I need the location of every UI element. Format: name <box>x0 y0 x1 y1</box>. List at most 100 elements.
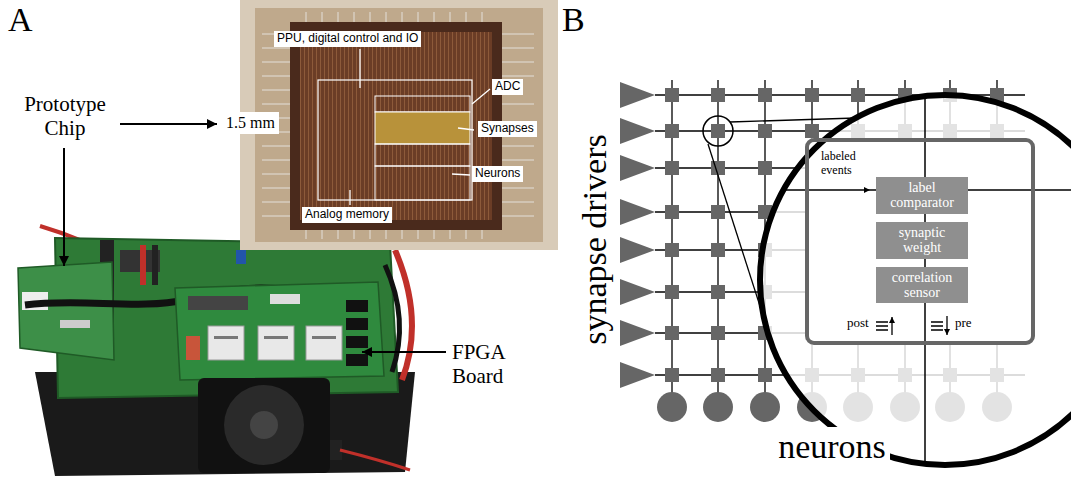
synapse-grid-part-part <box>665 161 679 175</box>
synapse-grid-part <box>620 82 655 388</box>
synapse-grid-part-part <box>620 320 655 346</box>
board-photo-part <box>214 336 238 339</box>
board-photo-part <box>306 326 342 360</box>
board-photo-part <box>250 411 278 439</box>
synapse-grid-part-part <box>665 88 679 102</box>
synapse-grid-part-part <box>758 124 772 138</box>
leader-arrows-part <box>63 148 65 266</box>
synapse-grid-part-part <box>711 243 725 257</box>
board-photo-part <box>236 250 246 264</box>
board-photo-part <box>188 296 248 310</box>
region-label: ADC <box>492 79 523 95</box>
part-name: Prototype Chip <box>14 92 116 140</box>
board-photo-part <box>198 378 330 473</box>
synapse-grid-part-part <box>711 88 725 102</box>
zoom-lens-part <box>760 95 1071 465</box>
board-photo-part <box>346 318 368 330</box>
signal-label: pre <box>955 316 972 331</box>
synapse-grid-part-part <box>620 237 655 263</box>
axis-label: synapse drivers <box>574 135 613 346</box>
board-photo-part <box>60 320 90 328</box>
board-photo-part <box>175 282 384 380</box>
synapse-grid-part-part <box>711 124 725 138</box>
board-photo-part <box>224 385 304 465</box>
leader-arrows <box>64 124 446 352</box>
zoom-lens-part <box>703 116 733 146</box>
zoom-lens-part <box>876 316 947 335</box>
panel-letter: A <box>8 0 33 39</box>
synapse-grid-part-part <box>620 279 655 305</box>
chip-photo-part <box>255 8 543 242</box>
region-label: Analog memory <box>302 207 392 223</box>
block-label: correlation sensor <box>879 270 965 301</box>
chip-photo <box>240 0 558 250</box>
function-block: correlation sensor <box>876 267 968 304</box>
synapse-grid-part-part <box>758 88 772 102</box>
synapse-grid-part-part <box>805 124 819 138</box>
zoom-lens-part <box>750 90 1071 470</box>
chip-photo-part <box>290 22 502 230</box>
board-photo-part <box>152 245 158 285</box>
synapse-grid-part-part <box>620 82 655 108</box>
zoom-lens <box>703 90 1071 470</box>
synapse-grid-part-part <box>665 285 679 299</box>
signal-label: post <box>847 316 869 331</box>
board-photo-part <box>346 336 368 348</box>
zoom-lens-part <box>760 95 1071 465</box>
board-photo-part <box>258 326 294 360</box>
chip-photo-part <box>375 166 470 200</box>
synapse-grid-part-part <box>665 124 679 138</box>
panel-letter: B <box>562 0 585 39</box>
region-label: Neurons <box>472 166 523 182</box>
board-photo-part <box>340 450 410 470</box>
synapse-grid-part-part <box>711 326 725 340</box>
board-photo <box>18 226 415 476</box>
board-photo-part <box>346 354 368 366</box>
synapse-grid-part-part <box>665 326 679 340</box>
board-photo-part <box>140 245 146 285</box>
synapse-grid-part-part <box>665 243 679 257</box>
zoom-lens-part-part <box>876 322 888 330</box>
leader-arrows-part <box>362 351 446 353</box>
synapse-grid-part-part <box>620 199 655 225</box>
region-label: Synapses <box>478 121 537 137</box>
region-label: PPU, digital control and IO <box>274 31 421 47</box>
zoom-lens-part <box>730 118 856 122</box>
leader-arrows-part <box>120 123 217 125</box>
synapse-grid-part-part <box>758 161 772 175</box>
dimension: 1.5 mm <box>222 112 279 134</box>
board-photo-part <box>18 262 114 360</box>
board-photo-part <box>385 265 400 372</box>
block-label: synaptic weight <box>879 225 965 256</box>
synapse-grid-part-part <box>620 362 655 388</box>
synapse-grid-part-part <box>711 205 725 219</box>
zoom-lens-part-part <box>891 317 892 335</box>
synapse-grid-part-part <box>657 392 687 422</box>
synapse-grid-part-part <box>711 161 725 175</box>
input-label: labeled events <box>821 150 883 178</box>
synapse-grid-part-part <box>665 368 679 382</box>
function-block: synaptic weight <box>876 222 968 259</box>
zoom-lens-part <box>708 144 775 353</box>
synapse-grid-part-part <box>711 285 725 299</box>
board-photo-part <box>270 294 300 304</box>
zoom-lens-part-part <box>822 189 870 191</box>
synapse-grid-part-part <box>805 88 819 102</box>
synapse-grid-part-part <box>851 88 865 102</box>
zoom-lens-part-part <box>946 316 947 335</box>
chip-photo-part <box>375 112 470 144</box>
synapse-grid-part-part <box>665 205 679 219</box>
chip-photo-part <box>300 32 492 220</box>
function-block: label comparator <box>876 177 968 214</box>
circuit-box: labeled events post pre label comparator syn… <box>805 138 1035 345</box>
part-name: FPGA Board <box>452 340 526 388</box>
synapse-grid-part-part <box>758 368 772 382</box>
zoom-lens-part-part <box>931 322 943 330</box>
board-photo-part <box>346 300 368 312</box>
axis-label: neurons <box>774 427 890 466</box>
synapse-grid-part-part <box>703 392 733 422</box>
chip-photo-part <box>240 0 558 250</box>
chip-photo-part <box>350 49 490 205</box>
synapse-grid-part-part <box>750 392 780 422</box>
